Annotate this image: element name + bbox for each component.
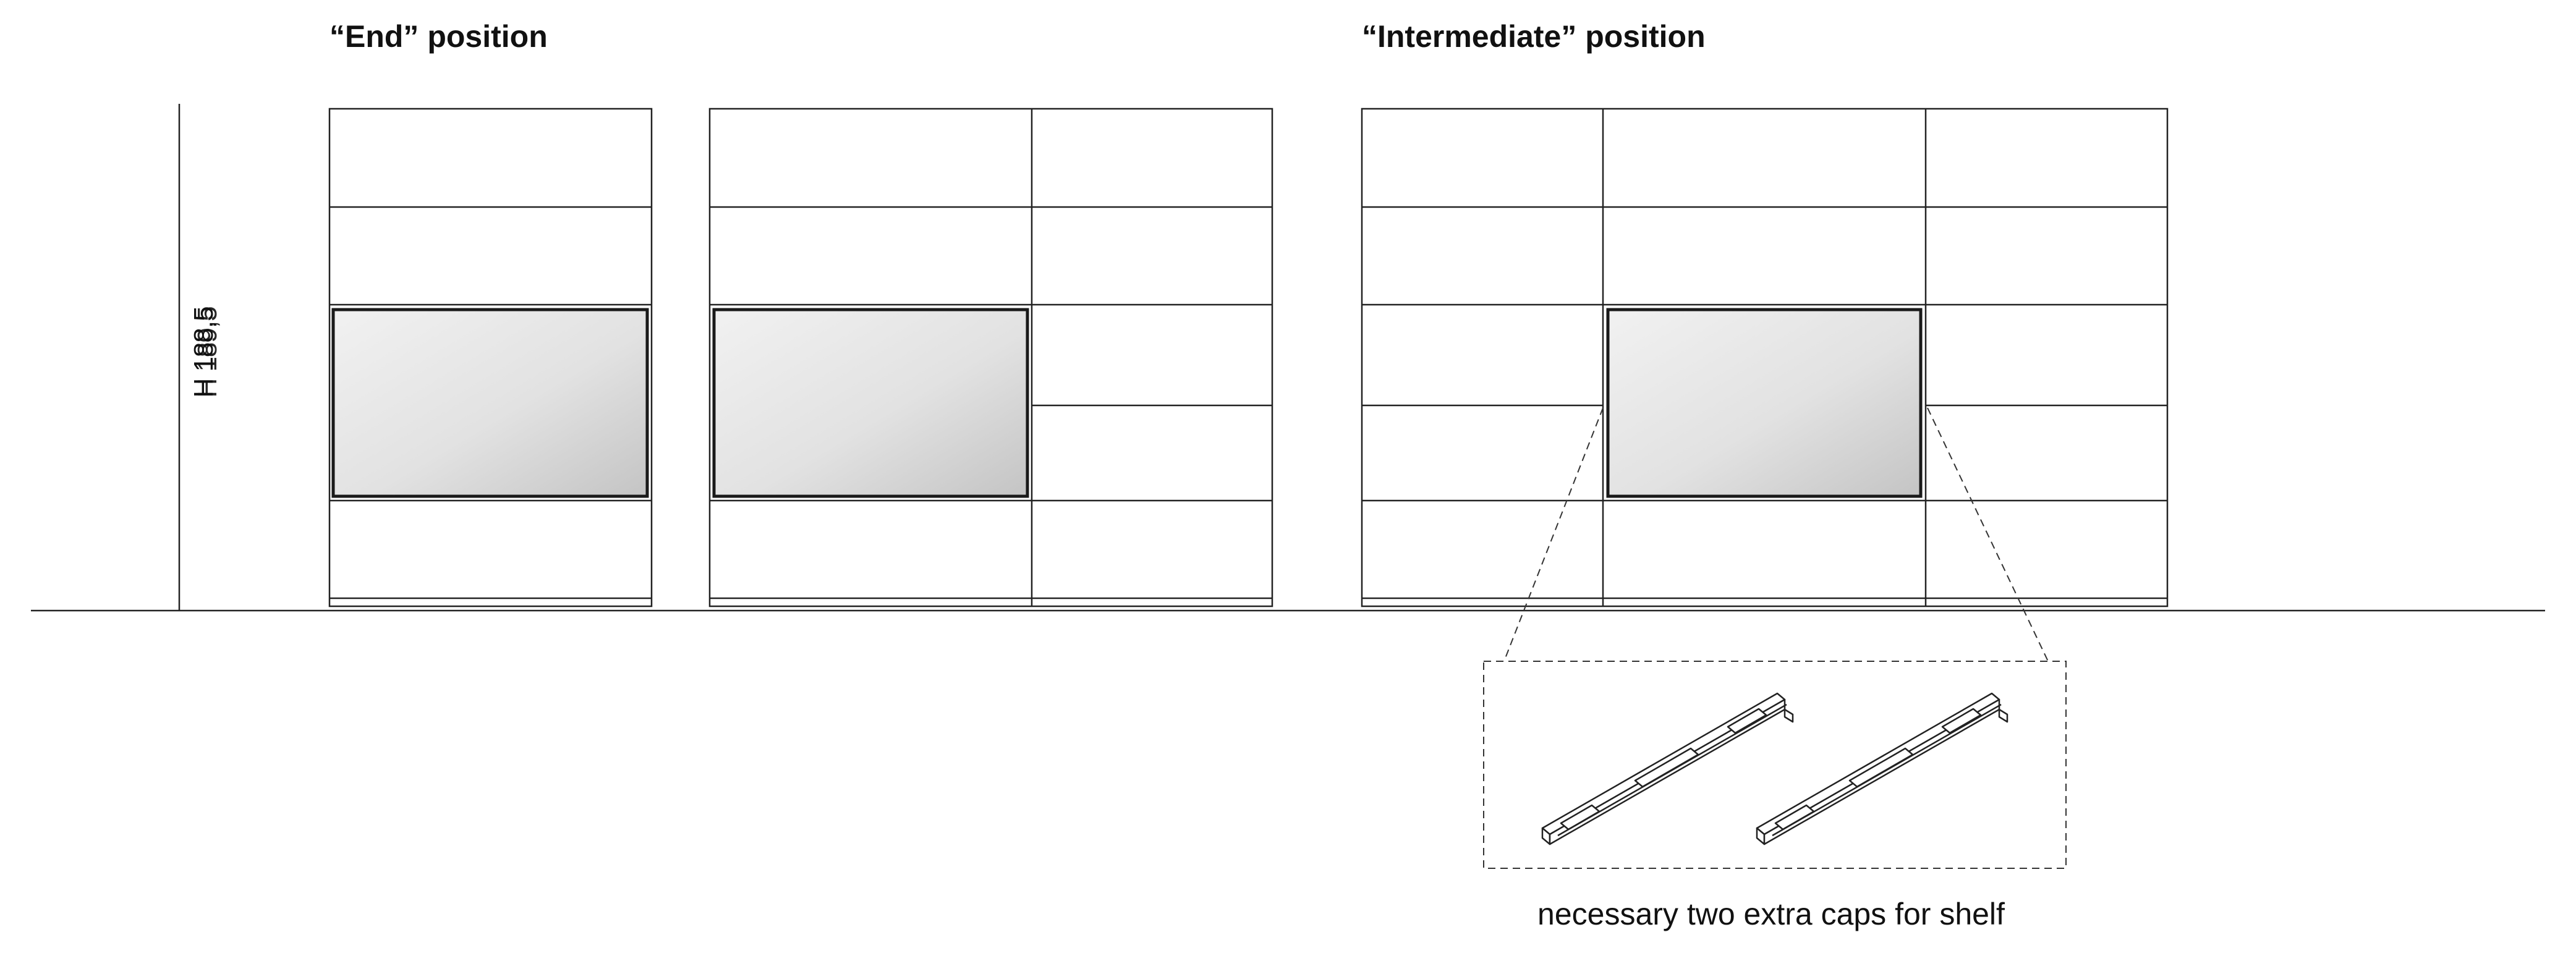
screen-panel-end-single — [331, 308, 649, 498]
shelf-cap-right — [1756, 692, 2009, 845]
module-intermediate — [1361, 108, 2169, 608]
module-end-single — [328, 108, 653, 608]
callout-line-right — [1927, 407, 2049, 662]
heading-end-position: “End” position — [329, 19, 548, 54]
shelf-cap-pair — [1541, 692, 2009, 845]
module-end-double — [708, 108, 1273, 608]
screen-panel-intermediate — [1606, 308, 1923, 498]
heading-intermediate-position: “Intermediate” position — [1362, 19, 1706, 54]
detail-caption: necessary two extra caps for shelf — [1537, 897, 2005, 931]
detail-box — [1483, 661, 2067, 869]
callout-line-left — [1503, 407, 1604, 662]
screen-panel-end-double — [712, 308, 1029, 498]
shelf-cap-left — [1541, 692, 1794, 845]
